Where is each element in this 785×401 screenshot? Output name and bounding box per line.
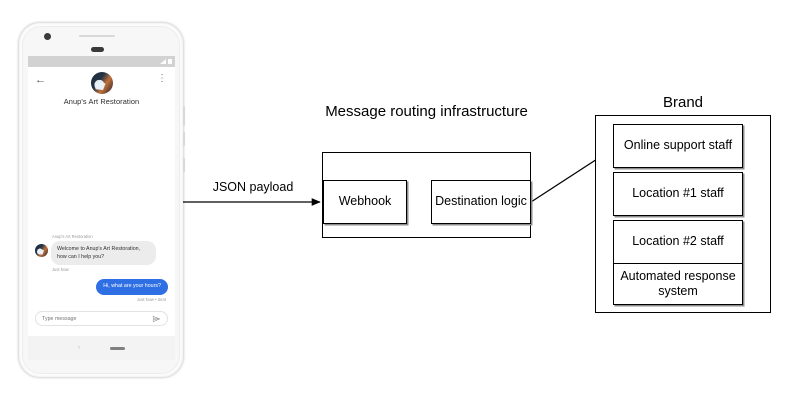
- overflow-menu-icon[interactable]: ⋮: [157, 73, 167, 84]
- volume-down-button[interactable]: [183, 158, 185, 172]
- webhook-box: Webhook: [323, 180, 407, 224]
- destination-logic-label: Destination logic: [435, 194, 527, 209]
- earpiece-speaker: [79, 35, 115, 37]
- incoming-message-bubble: Welcome to Anup's Art Restoration, how c…: [51, 240, 156, 266]
- automated-response-system-label: Automated response system: [620, 268, 736, 298]
- nav-back-icon[interactable]: ‹: [78, 345, 80, 351]
- chat-thread: Anup's Art Restoration Welcome to Anup's…: [28, 234, 175, 302]
- proximity-sensor: [91, 47, 104, 52]
- phone-mockup: ← ⋮ Anup's Art Restoration Anup's Art Re…: [18, 22, 185, 378]
- automated-response-system-box: Automated response system: [613, 263, 743, 305]
- outgoing-message-row: Hi, what are your hours?: [35, 279, 168, 295]
- front-camera-icon: [44, 33, 51, 40]
- status-bar: [28, 56, 175, 67]
- power-button[interactable]: [183, 106, 185, 126]
- routing-infrastructure-box: [322, 152, 531, 238]
- destination-logic-box: Destination logic: [431, 180, 531, 224]
- nav-home-icon[interactable]: [110, 346, 125, 350]
- outgoing-timestamp: Just Now • Sent: [137, 297, 166, 302]
- android-nav-bar: ‹: [28, 336, 175, 360]
- routing-infrastructure-title: Message routing infrastructure: [325, 103, 528, 120]
- json-payload-label: JSON payload: [212, 180, 294, 194]
- volume-up-button[interactable]: [183, 132, 185, 146]
- back-icon[interactable]: ←: [35, 74, 46, 86]
- online-support-staff-box: Online support staff: [613, 124, 743, 168]
- location-1-staff-label: Location #1 staff: [632, 186, 724, 201]
- outgoing-message-bubble: Hi, what are your hours?: [96, 279, 168, 295]
- location-2-staff-label: Location #2 staff: [632, 234, 724, 249]
- webhook-label: Webhook: [338, 194, 392, 209]
- incoming-sender-label: Anup's Art Restoration: [52, 233, 93, 239]
- arrow-routing-to-brand: [530, 149, 612, 203]
- brand-avatar-icon: [90, 72, 113, 94]
- chat-app-bar: ← ⋮ Anup's Art Restoration: [28, 67, 175, 125]
- location-2-staff-box: Location #2 staff: [613, 220, 743, 264]
- online-support-staff-label: Online support staff: [623, 138, 733, 153]
- brand-name-header: Anup's Art Restoration: [63, 97, 140, 106]
- brand-box: [595, 115, 771, 313]
- message-composer[interactable]: [35, 311, 168, 326]
- brand-title: Brand: [662, 94, 704, 111]
- incoming-avatar-icon: [35, 243, 48, 257]
- message-input[interactable]: [42, 315, 152, 322]
- incoming-message-row: Welcome to Anup's Art Restoration, how c…: [35, 240, 168, 266]
- incoming-timestamp: Just Now: [52, 267, 69, 273]
- chat-body: Anup's Art Restoration Welcome to Anup's…: [28, 125, 175, 336]
- battery-icon: [168, 59, 172, 64]
- location-1-staff-box: Location #1 staff: [613, 172, 743, 216]
- signal-icon: [160, 59, 166, 64]
- send-icon[interactable]: [152, 315, 161, 323]
- phone-screen: ← ⋮ Anup's Art Restoration Anup's Art Re…: [28, 56, 175, 336]
